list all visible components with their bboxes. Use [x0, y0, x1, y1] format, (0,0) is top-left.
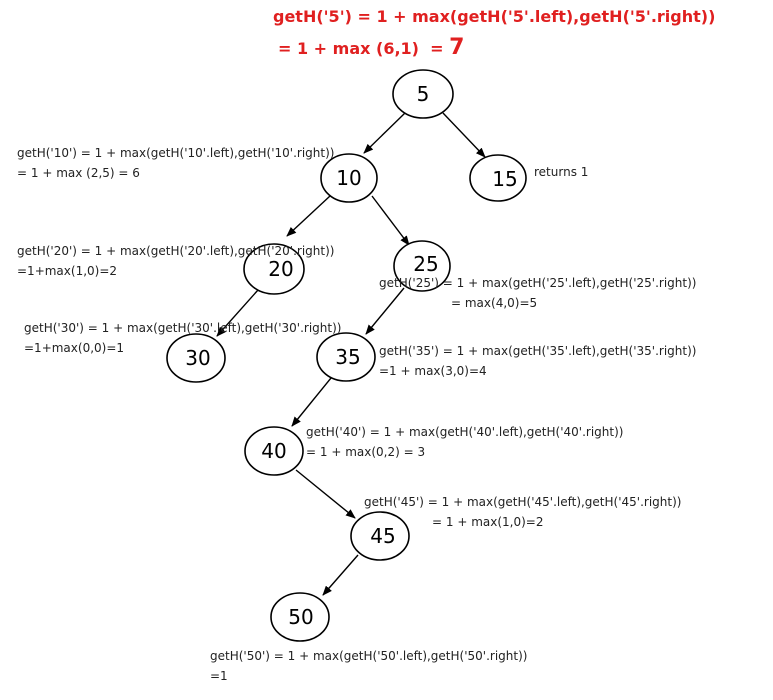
edge-45-50: [322, 554, 359, 596]
edge-10-20: [286, 195, 331, 237]
edge-20-30: [216, 289, 259, 337]
node-35-label: 35: [335, 345, 360, 369]
node-5-circle: [392, 69, 454, 119]
node-40-label: 40: [261, 439, 286, 463]
node-20: 20: [243, 243, 305, 295]
node-5: 5: [392, 69, 454, 119]
node-20-label: 20: [268, 257, 293, 281]
node-45-label: 45: [370, 524, 395, 548]
annotation-20-line-1: getH('20') = 1 + max(getH('20'.left),get…: [17, 244, 334, 258]
node-10-label: 10: [336, 166, 361, 190]
edge-35-40: [291, 377, 332, 427]
annotation-30-line-2: =1+max(0,0)=1: [24, 341, 124, 355]
edge-10-25: [371, 195, 410, 246]
annotation-40-line-2: = 1 + max(0,2) = 3: [306, 445, 425, 459]
annotation-10-line-2: = 1 + max (2,5) = 6: [17, 166, 140, 180]
node-40: 40: [244, 426, 304, 476]
node-30: 30: [166, 333, 226, 383]
annotation-15-line-1: returns 1: [534, 165, 588, 179]
node-35: 35: [316, 332, 376, 382]
annotation-35-line-2: =1 + max(3,0)=4: [379, 364, 487, 378]
annotation-10-line-1: getH('10') = 1 + max(getH('10'.left),get…: [17, 146, 334, 160]
annotation-25-line-1: getH('25') = 1 + max(getH('25'.left),get…: [379, 276, 696, 290]
annotation-35-line-1: getH('35') = 1 + max(getH('35'.left),get…: [379, 344, 696, 358]
edge-25-35: [365, 287, 405, 335]
title-result: 7: [449, 35, 464, 60]
node-25-label: 25: [413, 252, 438, 276]
annotation-45-line-2: = 1 + max(1,0)=2: [432, 515, 543, 529]
edge-40-45: [295, 469, 356, 519]
node-25: 25: [393, 240, 451, 292]
node-10-circle: [320, 153, 378, 203]
edge-5-10: [363, 112, 406, 154]
annotation-20-line-2: =1+max(1,0)=2: [17, 264, 117, 278]
node-35-circle: [316, 332, 376, 382]
node-25-circle: [393, 240, 451, 292]
annotation-50-line-1: getH('50') = 1 + max(getH('50'.left),get…: [210, 649, 527, 663]
node-10: 10: [320, 153, 378, 203]
annotation-30-line-1: getH('30') = 1 + max(getH('30'.left),get…: [24, 321, 341, 335]
annotations: getH('10') = 1 + max(getH('10'.left),get…: [17, 146, 696, 683]
node-15-circle: [469, 154, 527, 202]
annotation-45-line-1: getH('45') = 1 + max(getH('45'.left),get…: [364, 495, 681, 509]
node-50-circle: [270, 592, 330, 642]
node-20-circle: [243, 243, 305, 295]
title-line-2-text: = 1 + max (6,1) =: [278, 39, 449, 58]
title-line-2: = 1 + max (6,1) = 7: [278, 35, 464, 60]
node-50-label: 50: [288, 605, 313, 629]
node-30-circle: [166, 333, 226, 383]
edge-5-15: [442, 112, 486, 158]
node-40-circle: [244, 426, 304, 476]
edges: [216, 112, 486, 596]
node-30-label: 30: [185, 346, 210, 370]
title-line-1: getH('5') = 1 + max(getH('5'.left),getH(…: [273, 7, 715, 26]
node-15: 15: [469, 154, 527, 202]
node-15-label: 15: [492, 167, 517, 191]
node-50: 50: [270, 592, 330, 642]
annotation-50-line-2: =1: [210, 669, 228, 683]
node-45-circle: [350, 511, 410, 561]
annotation-40-line-1: getH('40') = 1 + max(getH('40'.left),get…: [306, 425, 623, 439]
annotation-25-line-2: = max(4,0)=5: [451, 296, 537, 310]
node-5-label: 5: [417, 82, 430, 106]
node-45: 45: [350, 511, 410, 561]
